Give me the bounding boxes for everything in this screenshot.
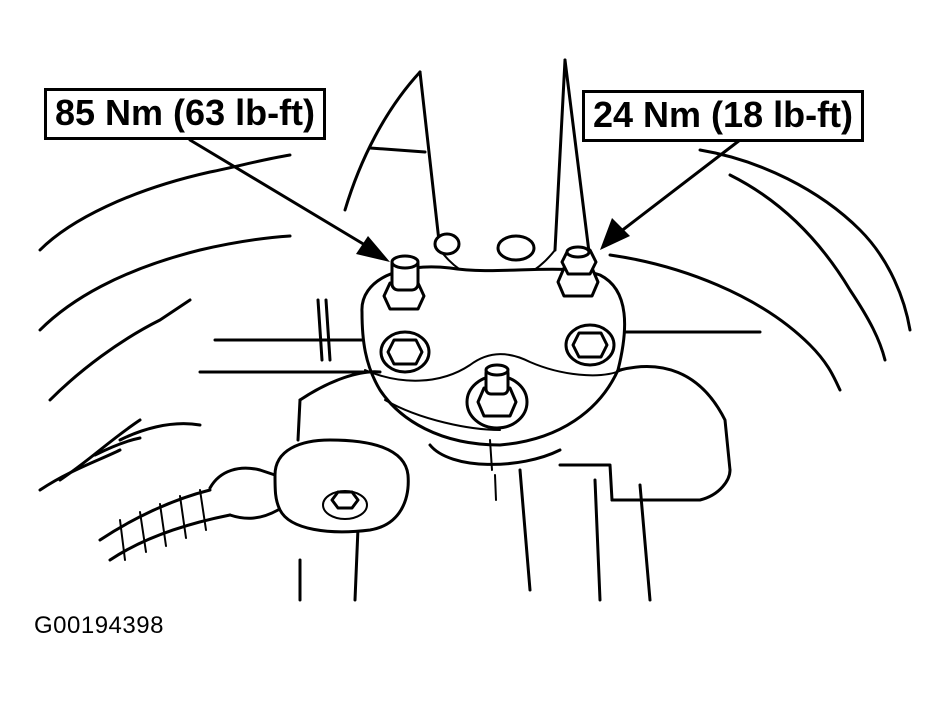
figure-id-label: G00194398 xyxy=(34,612,164,639)
vehicle-body-outline xyxy=(38,148,912,602)
coupling-flange xyxy=(360,265,627,501)
torque-callout-pinch-bolt: 85 Nm (63 lb-ft) xyxy=(44,88,327,140)
flange-bolt-1 xyxy=(379,330,431,374)
rubber-boot xyxy=(38,422,280,562)
brake-line xyxy=(316,298,332,362)
steering-gear-housing xyxy=(273,365,732,534)
steering-column-shaft xyxy=(343,58,592,283)
pinch-bolt-left xyxy=(382,254,426,311)
leader-arrow-right xyxy=(600,138,742,250)
torque-callout-left-text: 85 Nm (63 lb-ft) xyxy=(55,92,316,133)
pinch-bolt-right xyxy=(556,245,600,298)
flange-bolt-3 xyxy=(465,363,529,430)
leader-arrow-left xyxy=(188,138,390,262)
torque-callout-flange-bolt: 24 Nm (18 lb-ft) xyxy=(582,90,865,142)
flange-bolt-2 xyxy=(564,323,616,367)
torque-callout-right-text: 24 Nm (18 lb-ft) xyxy=(593,94,854,135)
